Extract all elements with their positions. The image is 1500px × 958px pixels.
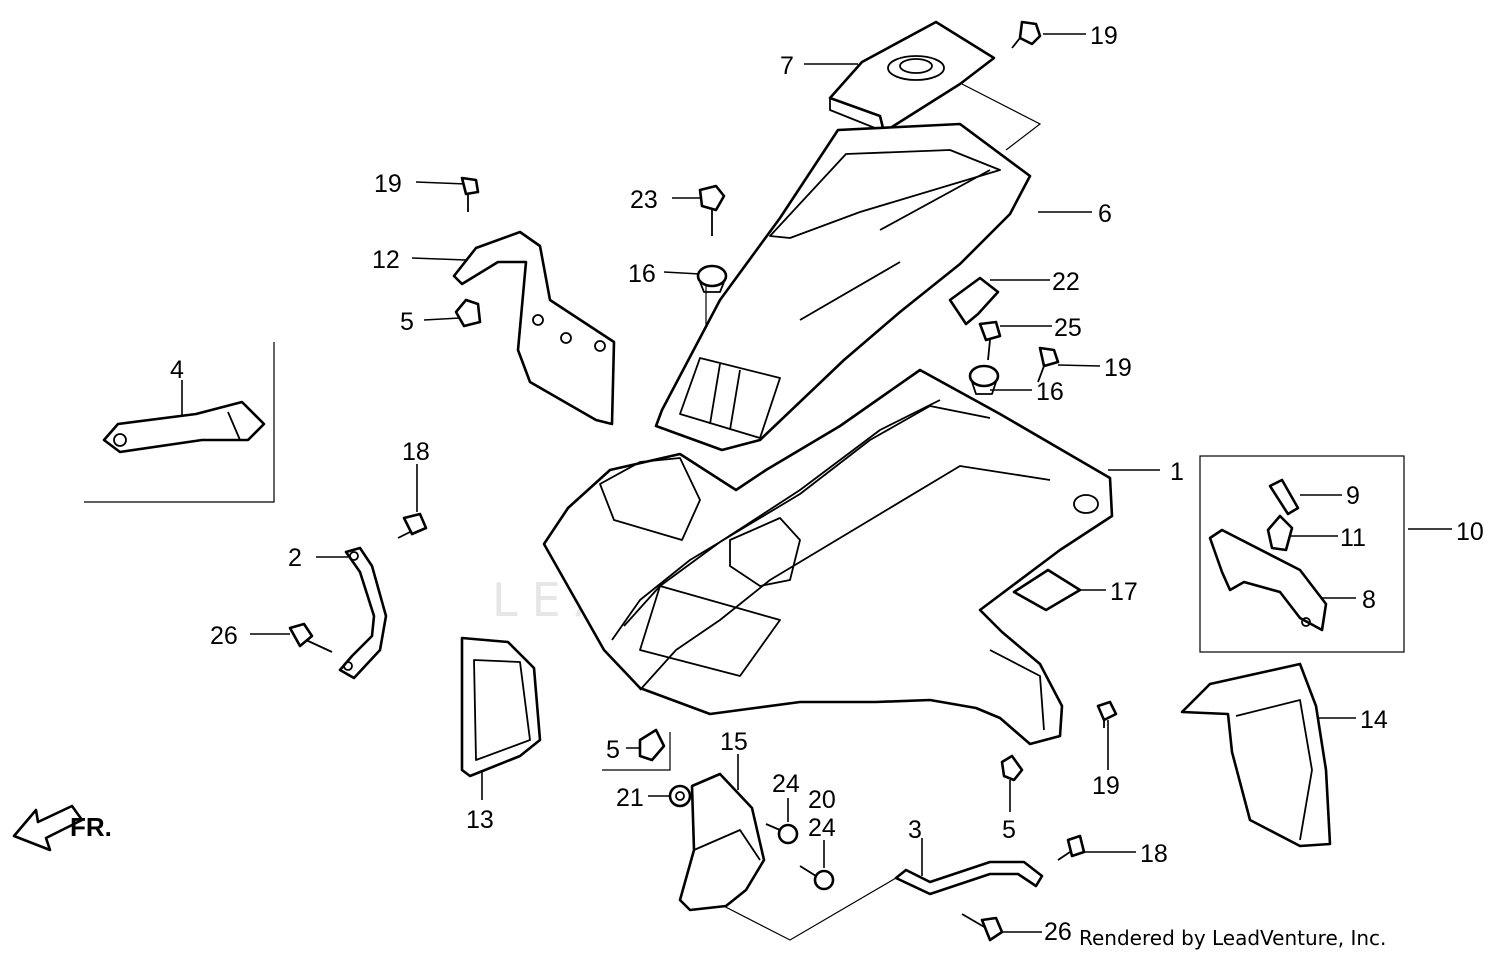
bolt-19-left	[460, 176, 480, 212]
part-12-bracket	[452, 230, 616, 426]
callout-2: 2	[288, 544, 302, 572]
callout-19: 19	[1104, 354, 1132, 382]
callout-14: 14	[1360, 706, 1388, 734]
part-3-stay	[894, 860, 1044, 896]
callout-26: 26	[1044, 918, 1072, 946]
front-direction-arrow: FR.	[12, 804, 112, 852]
callout-21: 21	[616, 784, 644, 812]
grommet-16-upper	[696, 264, 728, 293]
callout-16: 16	[628, 260, 656, 288]
callout-24: 24	[772, 770, 800, 798]
callout-18: 18	[402, 438, 430, 466]
callout-8: 8	[1362, 586, 1376, 614]
callout-11: 11	[1340, 524, 1366, 552]
callout-12: 12	[372, 246, 400, 274]
part-6-tank-cover	[654, 122, 1032, 452]
clip-11	[1266, 514, 1294, 552]
callout-1: 1	[1170, 458, 1184, 486]
callout-5: 5	[1002, 816, 1016, 844]
callout-7: 7	[780, 52, 794, 80]
direction-label: FR.	[70, 812, 112, 842]
callout-4: 4	[170, 356, 184, 384]
part-13-mud-guard	[460, 636, 542, 778]
bolt-24-upper	[765, 823, 799, 845]
label-17	[1012, 568, 1082, 612]
bolt-18-lower	[1057, 834, 1086, 861]
callout-25: 25	[1054, 314, 1082, 342]
callout-23: 23	[630, 186, 658, 214]
bolt-26-left	[288, 622, 333, 653]
bolt-19-top	[1011, 20, 1042, 49]
part-15-splash-guard	[678, 772, 766, 912]
callout-19: 19	[1090, 22, 1118, 50]
callout-19: 19	[1092, 772, 1120, 800]
footer-credit: Rendered by LeadVenture, Inc.	[1079, 926, 1387, 950]
part-14-mud-guard	[1180, 662, 1332, 848]
nut-5-right	[1000, 754, 1024, 782]
callout-13: 13	[466, 806, 494, 834]
callout-19: 19	[374, 170, 402, 198]
callout-17: 17	[1110, 578, 1138, 606]
rubber-9	[1268, 478, 1300, 516]
callout-3: 3	[908, 816, 922, 844]
bolt-19-right	[1037, 346, 1060, 383]
part-7-top-cover	[828, 20, 996, 134]
bolt-24-lower	[799, 865, 835, 891]
callout-22: 22	[1052, 268, 1080, 296]
callout-5: 5	[606, 736, 620, 764]
callout-18: 18	[1140, 840, 1168, 868]
callout-9: 9	[1346, 482, 1360, 510]
callout-15: 15	[720, 728, 748, 756]
callouts: 19 7 19 23 6 12 16 22 5 25 19 4 16 18 1 …	[170, 22, 1484, 946]
callout-5: 5	[400, 308, 414, 336]
bolt-25	[978, 320, 1002, 361]
nut-5-bottom	[638, 728, 666, 762]
part-2-stay	[338, 546, 388, 680]
callout-26: 26	[210, 622, 238, 650]
callout-6: 6	[1098, 200, 1112, 228]
bolt-26-lower	[961, 913, 1004, 942]
clip-22	[948, 276, 1000, 326]
callout-24: 24	[808, 814, 836, 842]
part-1-front-fender	[542, 368, 1114, 746]
grommet-16-lower	[968, 364, 1000, 395]
bolt-19-bottom	[1096, 700, 1118, 728]
part-8-bracket	[1208, 528, 1328, 632]
part-4-stay	[102, 400, 266, 454]
bolt-23	[698, 184, 726, 236]
nut-21	[668, 784, 692, 808]
bolt-18-upper	[397, 512, 428, 539]
callout-20: 20	[808, 786, 836, 814]
callout-10: 10	[1456, 518, 1484, 546]
callout-16: 16	[1036, 378, 1064, 406]
nut-5-left	[454, 298, 482, 328]
